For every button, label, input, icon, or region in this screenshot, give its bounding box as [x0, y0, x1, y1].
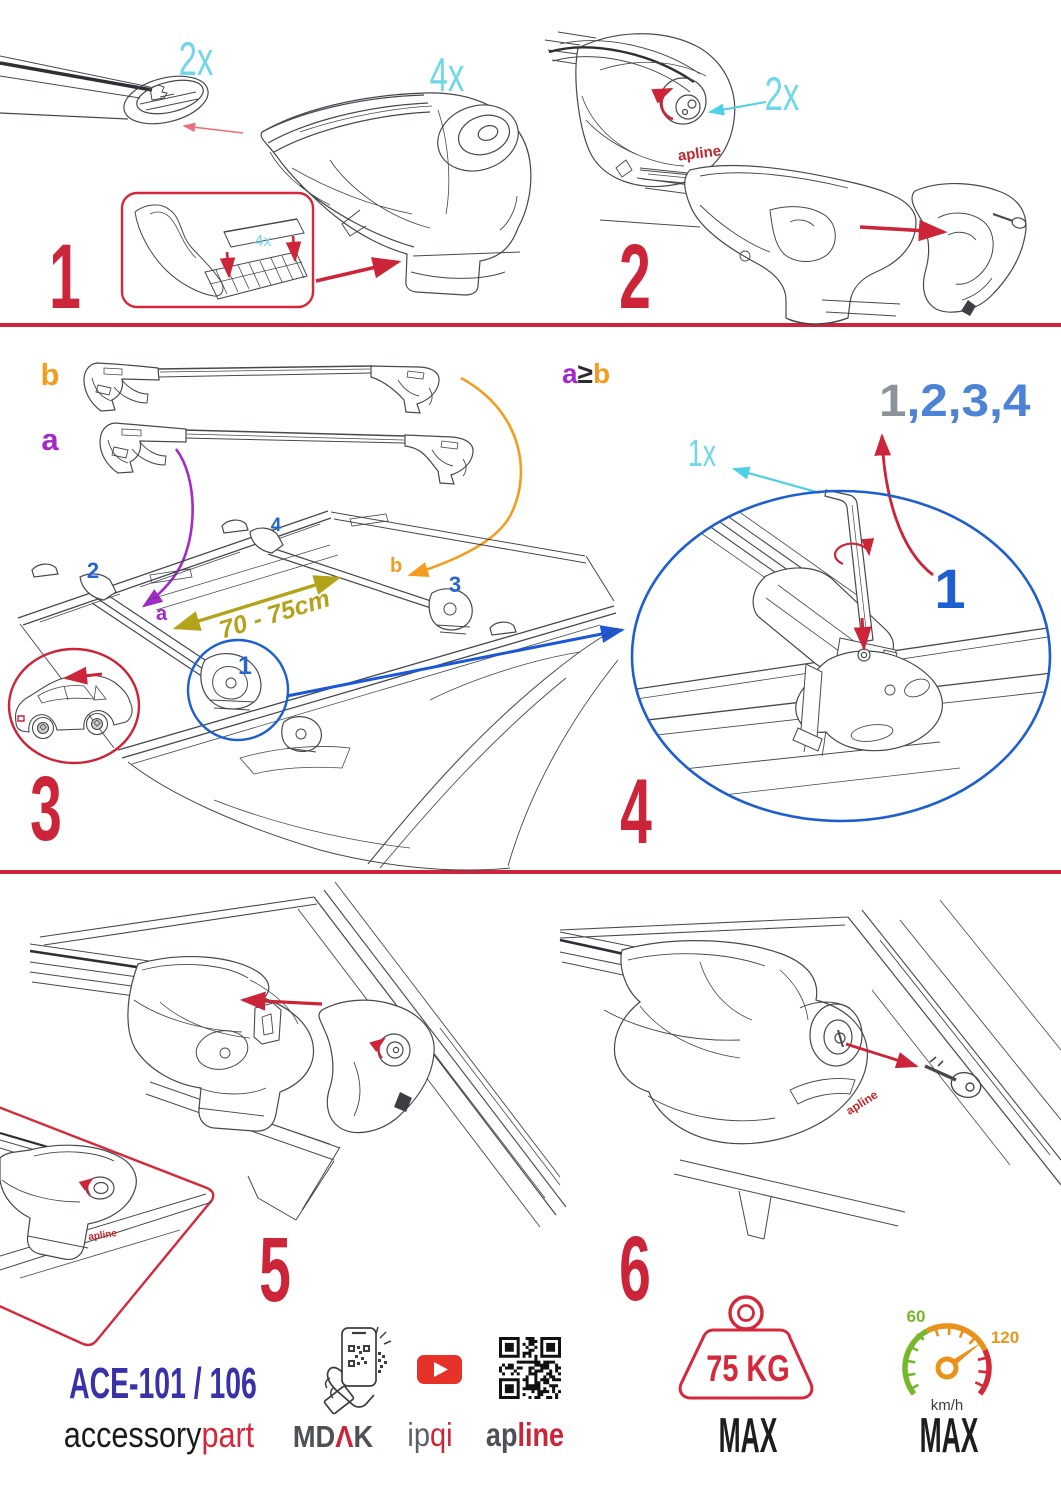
svg-text:1x: 1x	[688, 431, 717, 474]
svg-text:1,2,3,4: 1,2,3,4	[879, 376, 1031, 426]
svg-text:5: 5	[259, 1219, 291, 1321]
svg-text:75 KG: 75 KG	[706, 1349, 789, 1390]
svg-text:120: 120	[991, 1328, 1019, 1347]
svg-text:70 - 75cm: 70 - 75cm	[216, 584, 333, 644]
svg-text:3: 3	[449, 572, 461, 597]
svg-text:km/h: km/h	[931, 1397, 964, 1414]
svg-text:2x: 2x	[179, 32, 214, 85]
svg-text:MDΛK: MDΛK	[293, 1420, 373, 1454]
svg-text:60: 60	[907, 1307, 926, 1326]
svg-text:6: 6	[619, 1218, 651, 1320]
svg-text:3: 3	[30, 758, 62, 860]
svg-text:2: 2	[619, 226, 651, 328]
svg-text:apline: apline	[677, 142, 722, 164]
svg-text:a: a	[156, 603, 168, 625]
svg-text:4: 4	[271, 515, 282, 536]
svg-text:2: 2	[87, 558, 99, 583]
svg-text:4: 4	[620, 761, 652, 863]
svg-text:ipqi: ipqi	[407, 1416, 452, 1453]
svg-text:a≥b: a≥b	[562, 358, 610, 389]
svg-text:2x: 2x	[765, 67, 800, 120]
svg-text:1: 1	[934, 557, 965, 620]
svg-text:b: b	[41, 357, 60, 392]
svg-text:b: b	[390, 555, 402, 577]
svg-text:ACE-101 / 106: ACE-101 / 106	[69, 1358, 257, 1408]
svg-text:1: 1	[49, 226, 81, 328]
svg-text:MAX: MAX	[719, 1408, 778, 1463]
svg-text:MAX: MAX	[920, 1408, 979, 1463]
svg-text:a: a	[41, 422, 59, 457]
svg-text:4x: 4x	[255, 233, 272, 250]
svg-text:apline: apline	[486, 1418, 564, 1454]
svg-text:apline: apline	[88, 1228, 119, 1243]
svg-text:accessorypart: accessorypart	[64, 1416, 255, 1456]
svg-text:1: 1	[238, 652, 252, 680]
